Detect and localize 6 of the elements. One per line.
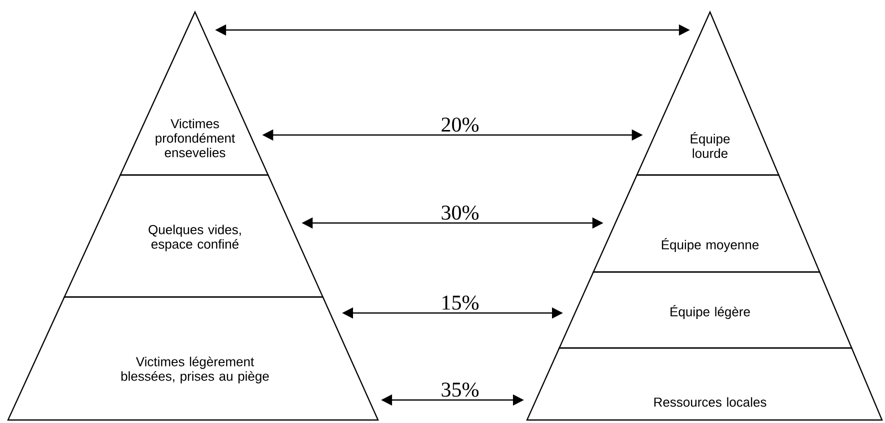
pyramid-band: Ressources locales: [526, 347, 883, 421]
edge-label: 20%: [440, 116, 480, 133]
edge-label: 15%: [440, 294, 480, 311]
pyramid-band: Victimes légèrement blessées, prises au piège: [7, 296, 379, 421]
edge-label: 30%: [440, 204, 480, 221]
edge-label: 35%: [440, 382, 480, 398]
